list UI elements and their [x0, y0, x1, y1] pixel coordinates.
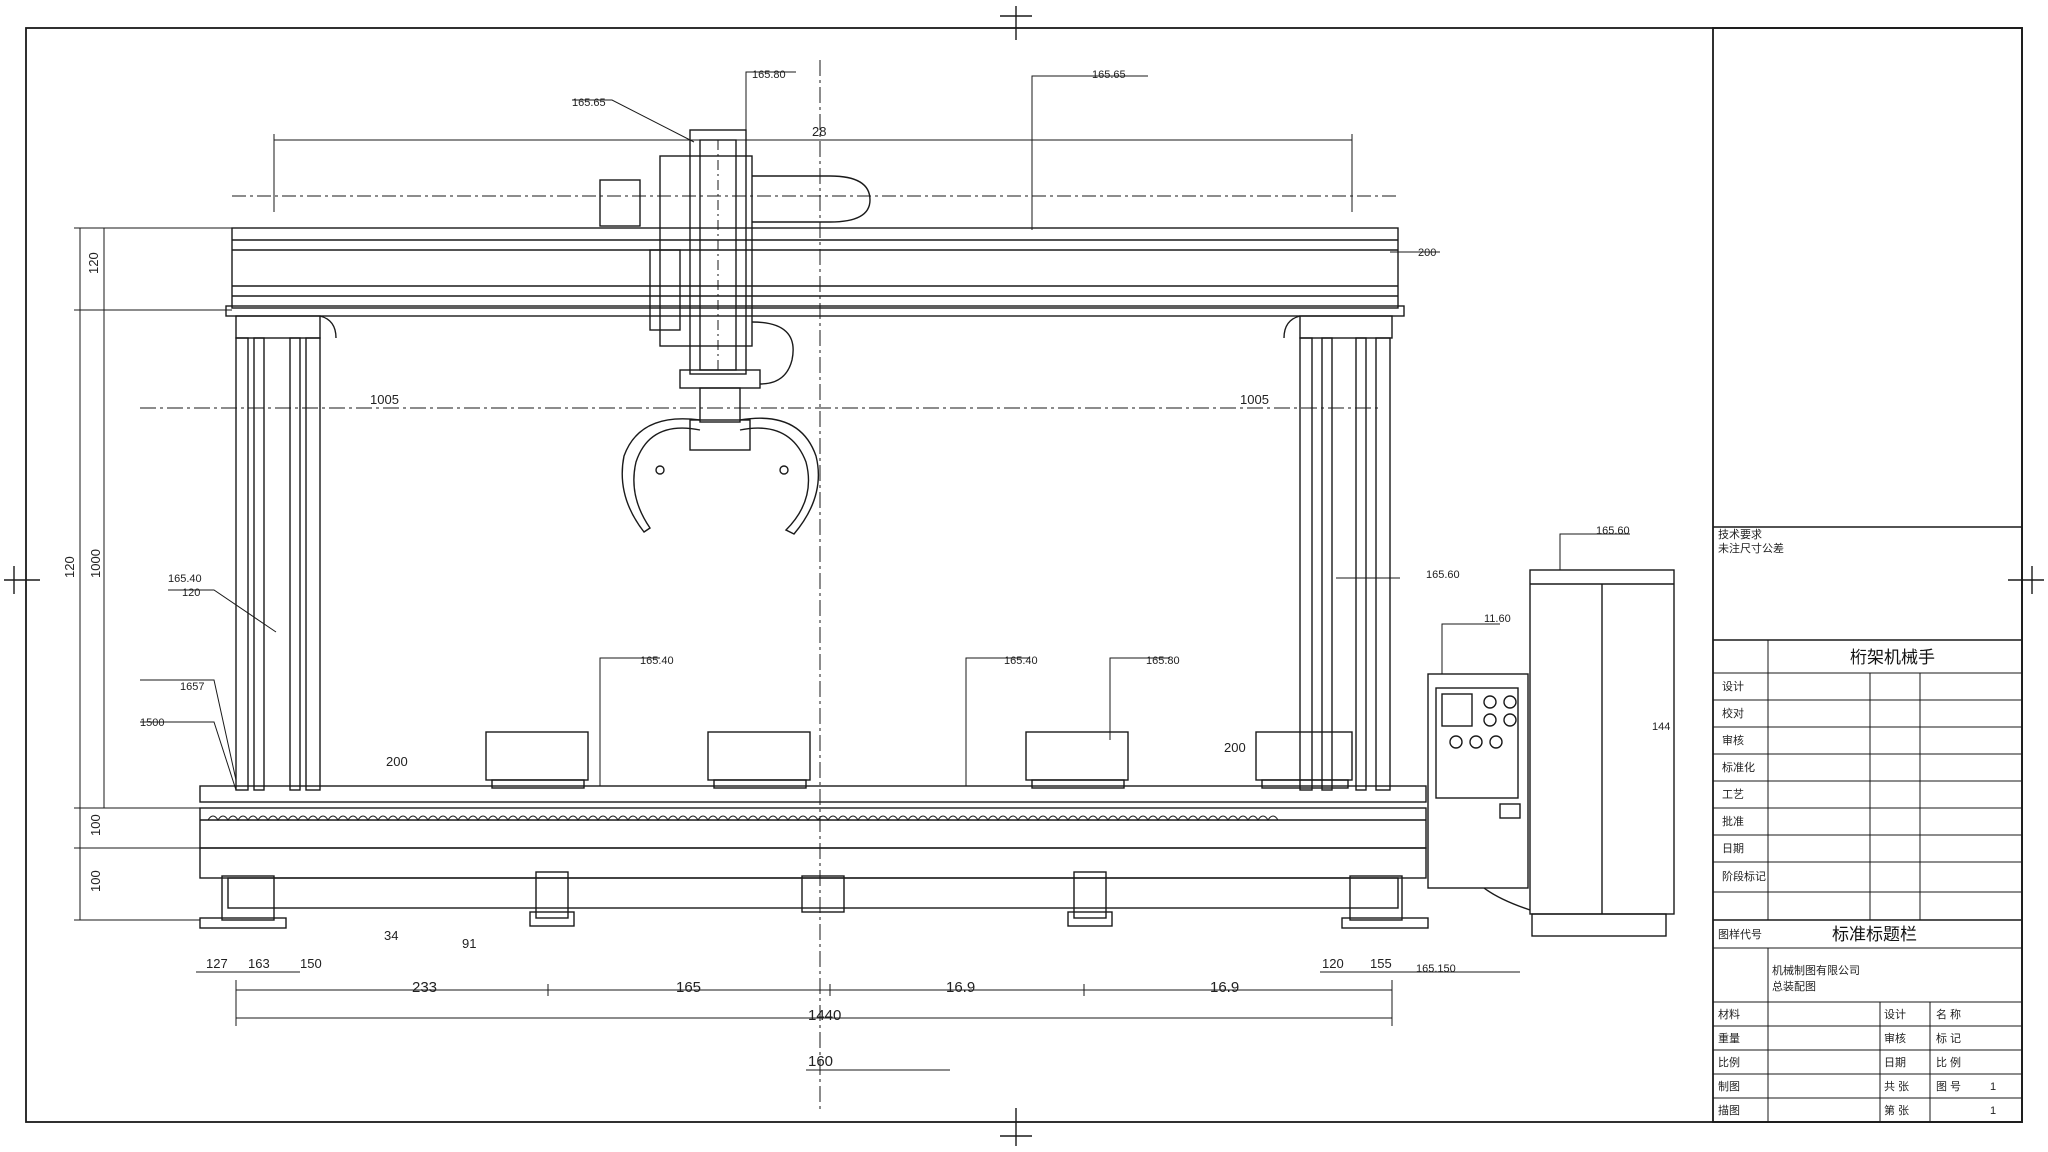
tb-row-1: 设计	[1722, 680, 1744, 693]
tb-val-1: 名 称	[1936, 1007, 1961, 1021]
tb-bottom-3: 设计	[1884, 1008, 1906, 1021]
callout-left-2: 120	[182, 587, 200, 599]
tb-row-6: 批准	[1722, 814, 1744, 828]
callout-beam-right: 200	[1418, 247, 1436, 259]
callout-top-right: 165.65	[1092, 69, 1126, 81]
callout-left-1: 165.40	[168, 573, 202, 585]
dim-table-h1: 100	[88, 814, 103, 836]
tb-val-5: 1	[1990, 1081, 1996, 1093]
control-cabinet	[1427, 569, 1675, 937]
dim-mid-left: 1005	[370, 392, 399, 407]
dim-span-2: 165	[676, 979, 701, 996]
tb-val-6: 1	[1990, 1105, 1996, 1117]
tb-scale-label: 比例	[1718, 1055, 1740, 1069]
callout-left-3: 1657	[180, 681, 204, 693]
dim-tag-34: 34	[384, 928, 398, 943]
tb-row-2: 校对	[1722, 706, 1744, 720]
callout-top-left: 165.65	[572, 97, 606, 109]
dim-span-4: 16.9	[1210, 979, 1239, 996]
dim-base-left-1: 127	[206, 956, 228, 971]
tb-row-3: 审核	[1722, 733, 1744, 747]
tb-weight-label: 重量	[1718, 1031, 1740, 1045]
tb-row-4: 标准化	[1722, 760, 1755, 774]
tb-bottom-2: 描图	[1718, 1103, 1740, 1117]
sheet-border	[4, 6, 2044, 1146]
gantry-top-beam	[225, 195, 1405, 317]
left-column	[235, 315, 337, 791]
tb-material-label: 材料	[1718, 1007, 1740, 1021]
callout-fixture-1: 165.40	[640, 655, 674, 667]
gripper	[621, 417, 820, 535]
title-block	[1712, 27, 2023, 1123]
tb-company-name: 机械制图有限公司	[1772, 963, 1860, 977]
dim-short-2: 200	[1224, 740, 1246, 755]
callout-base-right: 165.150	[1416, 963, 1456, 975]
dim-span-3: 16.9	[946, 979, 975, 996]
tb-company-title: 标准标题栏	[1832, 925, 1917, 944]
tb-drawing-no-label: 图样代号	[1718, 927, 1762, 941]
tb-header: 桁架机械手	[1850, 648, 1935, 667]
tb-val-2: 标 记	[1936, 1031, 1961, 1045]
tb-bottom-4: 审核	[1884, 1031, 1906, 1045]
dim-tag-91: 91	[462, 936, 476, 951]
tb-val-4: 图 号	[1936, 1080, 1961, 1093]
callout-cabinet-side: 144	[1652, 721, 1670, 733]
dim-short-1: 200	[386, 754, 408, 769]
tb-company-sub: 总装配图	[1772, 979, 1816, 993]
tb-bottom-1: 制图	[1718, 1080, 1740, 1093]
dim-total-width: 1440	[808, 1007, 841, 1024]
dim-mid-right: 1005	[1240, 392, 1269, 407]
dim-beam-height: 120	[86, 252, 101, 274]
dim-total-height-a: 120	[62, 556, 77, 578]
tb-note-2: 未注尺寸公差	[1718, 541, 1784, 555]
tb-val-3: 比 例	[1936, 1055, 1961, 1069]
dim-span-1: 233	[412, 979, 437, 996]
z-axis-carriage	[599, 129, 871, 423]
tb-row-8: 阶段标记	[1722, 869, 1766, 883]
tb-row-7: 日期	[1722, 842, 1744, 855]
dimension-lines	[74, 60, 1520, 1110]
tb-bottom-5: 日期	[1884, 1056, 1906, 1069]
dim-top-span: 28	[812, 124, 826, 139]
tb-sheet-of: 第 张	[1884, 1103, 1909, 1117]
tb-note-1: 技术要求	[1718, 528, 1762, 541]
workpiece-fixtures	[485, 731, 1353, 789]
dim-total-height-b: 1000	[88, 549, 103, 578]
dim-bottom-ref: 160	[808, 1053, 833, 1070]
callout-left-4: 1500	[140, 717, 164, 729]
callout-cabinet-1: 165.60	[1596, 525, 1630, 537]
dim-base-right-2: 155	[1370, 956, 1392, 971]
callout-fixture-2: 165.40	[1004, 655, 1038, 667]
right-column	[1283, 315, 1393, 791]
callout-cabinet-3: 11.60	[1484, 613, 1511, 625]
dim-base-right-1: 120	[1322, 956, 1344, 971]
leader-lines	[140, 71, 1630, 791]
callout-fixture-3: 165.80	[1146, 655, 1180, 667]
callout-top-mid: 165.80	[752, 69, 786, 81]
tb-row-5: 工艺	[1722, 788, 1744, 801]
dim-base-left-3: 150	[300, 956, 322, 971]
tb-sheet-label: 共 张	[1884, 1080, 1909, 1093]
conveyor-table	[199, 785, 1429, 929]
dim-table-h2: 100	[88, 870, 103, 892]
dim-base-left-2: 163	[248, 956, 270, 971]
callout-cabinet-2: 165.60	[1426, 569, 1460, 581]
